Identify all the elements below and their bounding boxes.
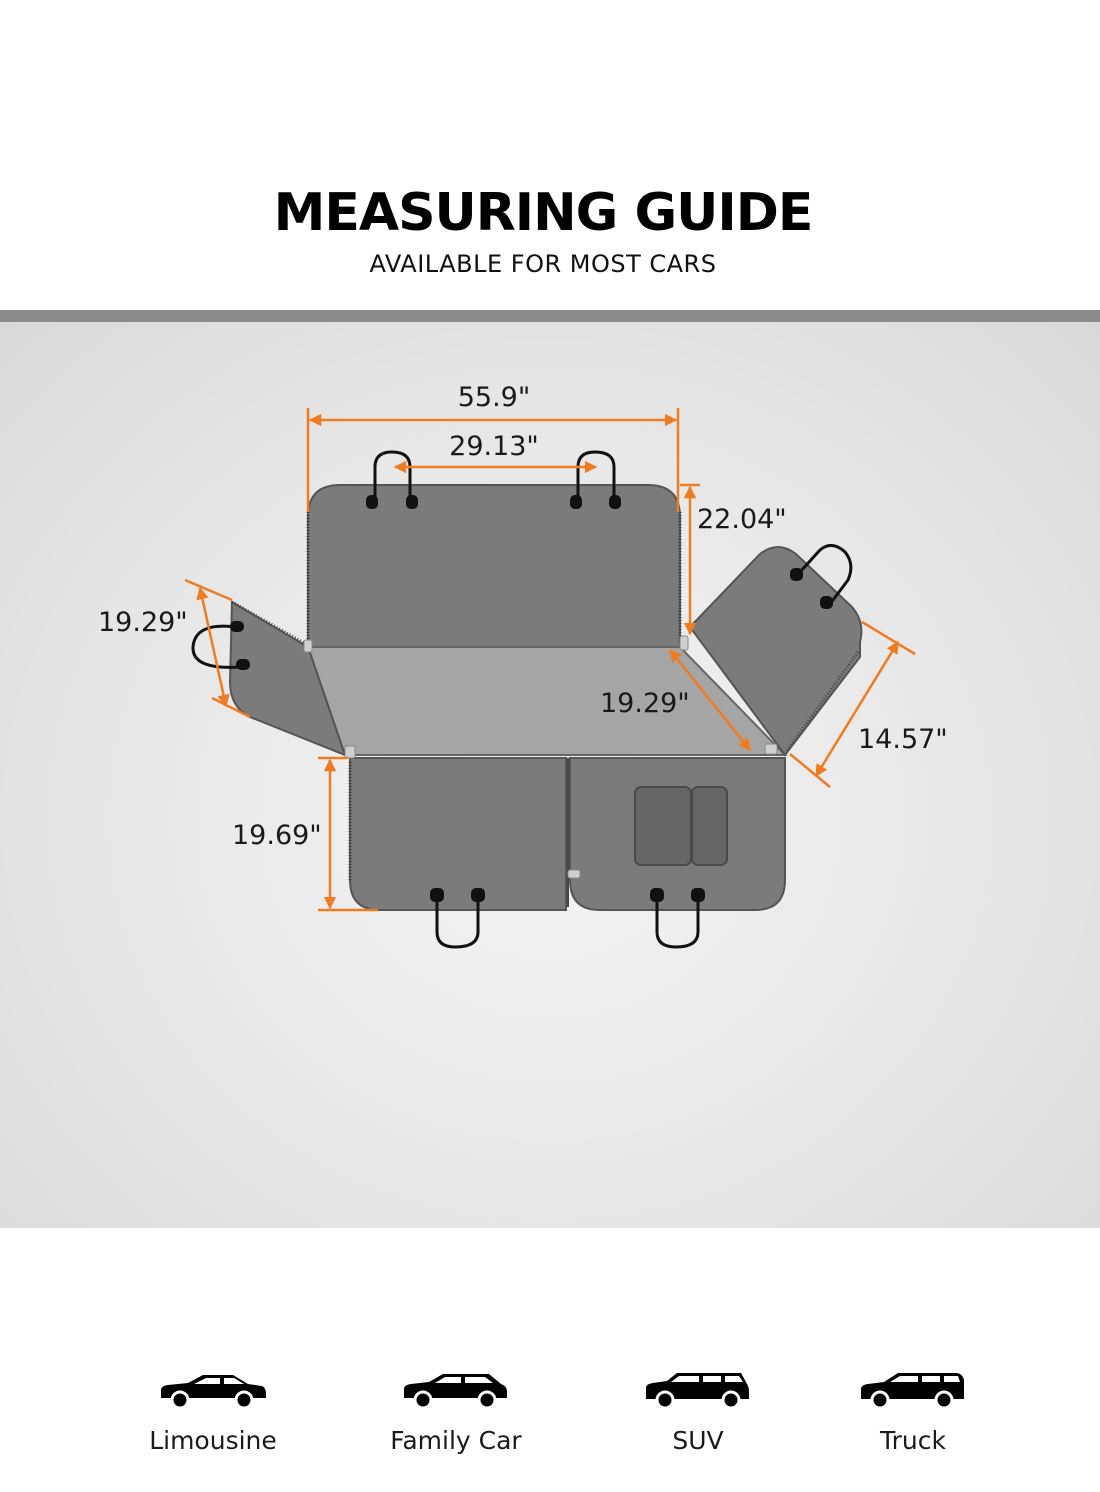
dim-seat-depth: 19.69" (232, 820, 322, 851)
vehicle-list: Limousine Family Car SUV (0, 1372, 1100, 1492)
dim-hook-spacing: 29.13" (449, 431, 539, 462)
buckle-icon (366, 495, 378, 509)
left-side-flap (228, 600, 347, 757)
storage-pocket-left (634, 786, 692, 866)
vehicle-item-suv: SUV (588, 1372, 808, 1455)
page-title: MEASURING GUIDE (273, 183, 814, 243)
buckle-icon (430, 888, 444, 902)
truck-icon (861, 1373, 964, 1408)
backrest-panel (307, 484, 681, 648)
vehicle-item-truck: Truck (803, 1372, 1023, 1455)
buckle-icon (230, 621, 244, 632)
vehicle-item-limousine: Limousine (103, 1372, 323, 1455)
vehicle-label: SUV (672, 1426, 724, 1455)
zipper-icon (567, 869, 581, 879)
hatchback-icon (404, 1374, 507, 1408)
buckle-icon (570, 495, 582, 509)
buckle-icon (650, 888, 664, 902)
dim-right-flap-diagonal: 19.29" (600, 688, 690, 719)
zipper-icon (344, 745, 356, 759)
vehicle-label: Family Car (390, 1426, 522, 1455)
suv-icon (646, 1373, 749, 1408)
buckle-icon (236, 659, 250, 670)
vehicle-label: Limousine (149, 1426, 277, 1455)
vehicle-item-family-car: Family Car (346, 1372, 566, 1455)
zipper-icon (764, 743, 778, 755)
dim-left-flap: 19.29" (98, 607, 188, 638)
buckle-icon (471, 888, 485, 902)
page-subtitle: AVAILABLE FOR MOST CARS (369, 250, 717, 278)
buckle-icon (406, 495, 418, 509)
buckle-icon (609, 495, 621, 509)
seat-base (306, 646, 788, 756)
bottom-left-flap (349, 757, 567, 911)
dim-total-width: 55.9" (458, 382, 531, 413)
header: MEASURING GUIDE AVAILABLE FOR MOST CARS (0, 0, 1100, 310)
dim-backrest-height: 22.04" (697, 504, 787, 535)
storage-pocket-right (691, 786, 728, 866)
buckle-icon (691, 888, 705, 902)
sedan-icon (161, 1375, 266, 1408)
seat-cover-diagram: 55.9" 29.13" 22.04" 19.29" 19.29" 14.57"… (98, 382, 948, 949)
diagram-panel: 55.9" 29.13" 22.04" 19.29" 19.29" 14.57"… (0, 322, 1100, 1455)
zipper-icon (303, 639, 313, 653)
zipper-icon (679, 635, 689, 651)
vehicle-label: Truck (880, 1426, 946, 1455)
buckle-icon (790, 568, 803, 581)
buckle-icon (820, 596, 833, 609)
dim-right-flap-width: 14.57" (858, 724, 948, 755)
divider-bar (0, 310, 1100, 322)
